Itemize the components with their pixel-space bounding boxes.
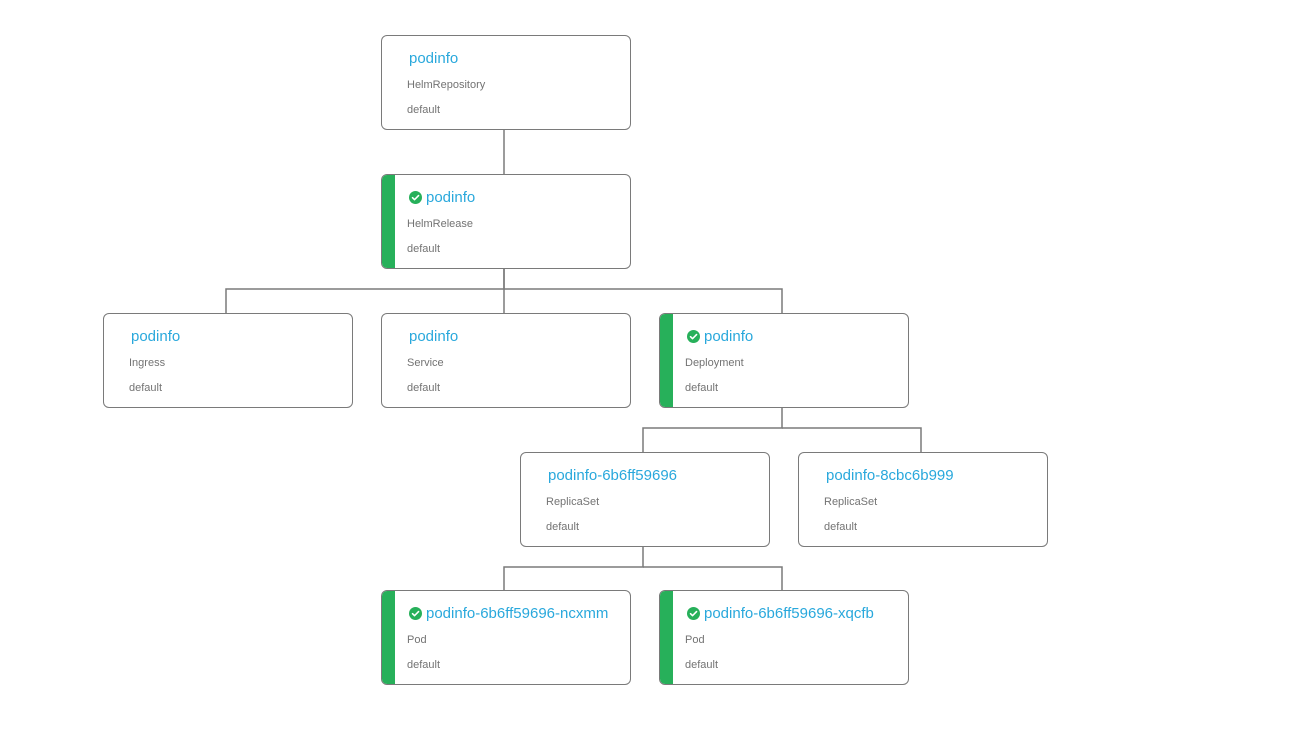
node-kind: Service: [407, 357, 444, 369]
node-name[interactable]: podinfo-6b6ff59696: [548, 467, 678, 484]
node-name[interactable]: podinfo: [409, 50, 459, 67]
node-pod-podinfo-6b6ff59696-xqcfb[interactable]: podinfo-6b6ff59696-xqcfb Pod default: [659, 590, 909, 685]
node-ingress-podinfo[interactable]: podinfo Ingress default: [103, 313, 353, 408]
node-name[interactable]: podinfo: [131, 328, 181, 345]
node-kind: HelmRelease: [407, 218, 474, 230]
node-kind: ReplicaSet: [546, 496, 600, 508]
edge-helmrelease-deployment: [504, 288, 783, 313]
node-name[interactable]: podinfo: [409, 328, 459, 345]
node-title[interactable]: podinfo-6b6ff59696-ncxmm: [409, 605, 608, 622]
node-namespace: default: [407, 243, 441, 255]
node-namespace: default: [407, 659, 441, 671]
node-title[interactable]: podinfo: [409, 189, 475, 206]
node-kind: Pod: [407, 634, 427, 646]
node-service-podinfo[interactable]: podinfo Service default: [381, 313, 631, 408]
check-circle-icon: [687, 607, 700, 620]
node-name[interactable]: podinfo-8cbc6b999: [826, 467, 954, 484]
node-name[interactable]: podinfo-6b6ff59696-ncxmm: [426, 605, 609, 622]
node-title[interactable]: podinfo-6b6ff59696-xqcfb: [687, 605, 874, 622]
node-deployment-podinfo[interactable]: podinfo Deployment default: [659, 313, 909, 408]
check-circle-icon: [409, 607, 422, 620]
node-helmrepository-podinfo[interactable]: podinfo HelmRepository default: [381, 35, 631, 130]
node-pod-podinfo-6b6ff59696-ncxmm[interactable]: podinfo-6b6ff59696-ncxmm Pod default: [381, 590, 631, 685]
node-title[interactable]: podinfo-8cbc6b999: [826, 467, 954, 484]
edge-deployment-replicaset-6b6ff59696: [642, 407, 783, 452]
node-namespace: default: [129, 382, 163, 394]
edge-deployment-replicaset-8cbc6b999: [782, 427, 922, 452]
node-name[interactable]: podinfo: [704, 328, 754, 345]
node-name[interactable]: podinfo: [426, 189, 476, 206]
node-title[interactable]: podinfo: [131, 328, 180, 345]
node-title[interactable]: podinfo: [409, 50, 458, 67]
edge-replicaset-pod-ncxmm: [503, 546, 644, 590]
node-replicaset-podinfo-8cbc6b999[interactable]: podinfo-8cbc6b999 ReplicaSet default: [798, 452, 1048, 547]
status-bar: [660, 314, 673, 407]
node-kind: Deployment: [685, 357, 744, 369]
node-helmrelease-podinfo[interactable]: podinfo HelmRelease default: [381, 174, 631, 269]
status-bar: [660, 591, 673, 684]
edge-replicaset-pod-xqcfb: [643, 566, 783, 590]
node-title[interactable]: podinfo-6b6ff59696: [548, 467, 677, 484]
status-bar: [382, 175, 395, 268]
node-kind: Pod: [685, 634, 705, 646]
status-bar: [382, 591, 395, 684]
check-circle-icon: [687, 330, 700, 343]
node-kind: Ingress: [129, 357, 166, 369]
node-namespace: default: [407, 382, 441, 394]
check-circle-icon: [409, 191, 422, 204]
edge-helmrelease-ingress: [225, 268, 505, 313]
node-name[interactable]: podinfo-6b6ff59696-xqcfb: [704, 605, 874, 622]
node-title[interactable]: podinfo: [409, 328, 458, 345]
node-replicaset-podinfo-6b6ff59696[interactable]: podinfo-6b6ff59696 ReplicaSet default: [520, 452, 770, 547]
node-kind: ReplicaSet: [824, 496, 878, 508]
node-namespace: default: [685, 659, 719, 671]
node-namespace: default: [546, 521, 580, 533]
node-title[interactable]: podinfo: [687, 328, 753, 345]
node-namespace: default: [685, 382, 719, 394]
node-kind: HelmRepository: [407, 79, 486, 91]
node-namespace: default: [824, 521, 858, 533]
node-namespace: default: [407, 104, 441, 116]
